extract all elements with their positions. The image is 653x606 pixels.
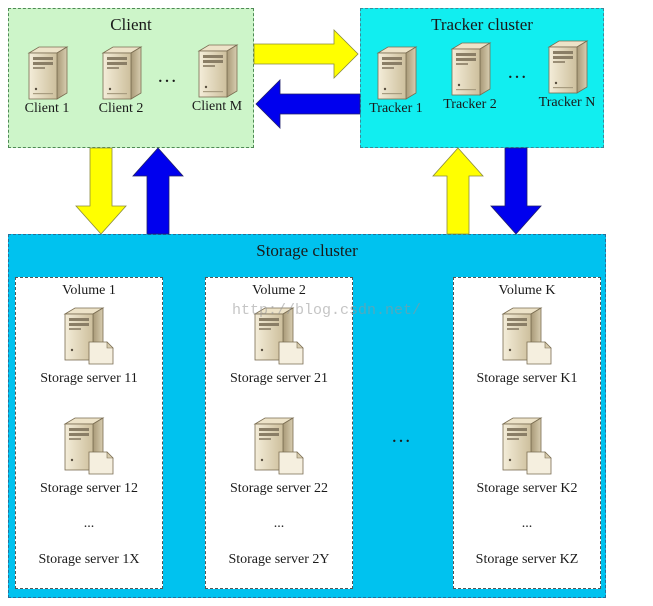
volume-1: Volume 1 Storage server 11 Storage serve… — [15, 277, 163, 589]
watermark: http://blog.csdn.net/ — [232, 302, 422, 319]
arrow-client-to-tracker — [253, 29, 359, 79]
client-server-m: Client M — [185, 43, 249, 115]
client-server-label: Client M — [191, 99, 243, 114]
arrow-storage-to-client — [132, 147, 184, 235]
arrow-tracker-to-client — [255, 79, 361, 129]
tracker-ellipsis: … — [507, 61, 529, 83]
client-server-label: Client 1 — [24, 101, 70, 116]
volume-title: Volume 1 — [62, 283, 116, 298]
client-title: Client — [110, 15, 152, 34]
tracker-title: Tracker cluster — [431, 15, 533, 34]
storage-server-label: Storage server 22 — [230, 481, 328, 496]
client-group: Client Client 1 Client 2 … Client M — [8, 8, 254, 148]
arrow-client-to-storage — [75, 147, 127, 235]
storage-server: Storage server 21 — [206, 306, 352, 387]
storage-server: Storage server 12 — [16, 416, 162, 497]
volume-k: Volume K Storage server K1 Storage serve… — [453, 277, 601, 589]
arrow-tracker-to-storage — [490, 147, 542, 235]
client-ellipsis: … — [157, 65, 179, 87]
storage-server-last: Storage server 2Y — [228, 552, 330, 567]
storage-cluster: Storage cluster Volume 1 Storage server … — [8, 234, 606, 598]
storage-server: Storage server 22 — [206, 416, 352, 497]
storage-title: Storage cluster — [256, 241, 358, 260]
storage-server-label: Storage server K1 — [476, 371, 578, 386]
storage-server-label: Storage server K2 — [476, 481, 578, 496]
storage-server-last: Storage server 1X — [38, 552, 140, 567]
tracker-server-label: Tracker 2 — [443, 97, 497, 112]
client-server-1: Client 1 — [15, 45, 79, 117]
tracker-cluster: Tracker cluster Tracker 1 Tracker 2 … Tr… — [360, 8, 604, 148]
volume-title: Volume K — [498, 283, 556, 298]
tracker-server-1: Tracker 1 — [363, 45, 429, 117]
tracker-server-2: Tracker 2 — [437, 41, 503, 113]
tracker-server-label: Tracker N — [538, 95, 596, 110]
storage-server: Storage server K2 — [454, 416, 600, 497]
arrow-storage-to-tracker — [432, 147, 484, 235]
volume-ellipsis: ... — [83, 516, 95, 531]
volume-ellipsis: ... — [273, 516, 285, 531]
volume-ellipsis-middle: … — [391, 425, 413, 447]
storage-server-label: Storage server 11 — [40, 371, 138, 386]
tracker-server-n: Tracker N — [531, 39, 603, 111]
storage-server-label: Storage server 21 — [230, 371, 328, 386]
storage-server: Storage server K1 — [454, 306, 600, 387]
storage-server: Storage server 11 — [16, 306, 162, 387]
storage-server-label: Storage server 12 — [40, 481, 138, 496]
tracker-server-label: Tracker 1 — [369, 101, 423, 116]
storage-server-last: Storage server KZ — [475, 552, 579, 567]
client-server-label: Client 2 — [98, 101, 144, 116]
volume-2: Volume 2 Storage server 21 Storage serve… — [205, 277, 353, 589]
volume-ellipsis: ... — [521, 516, 533, 531]
client-server-2: Client 2 — [89, 45, 153, 117]
volume-title: Volume 2 — [252, 283, 306, 298]
